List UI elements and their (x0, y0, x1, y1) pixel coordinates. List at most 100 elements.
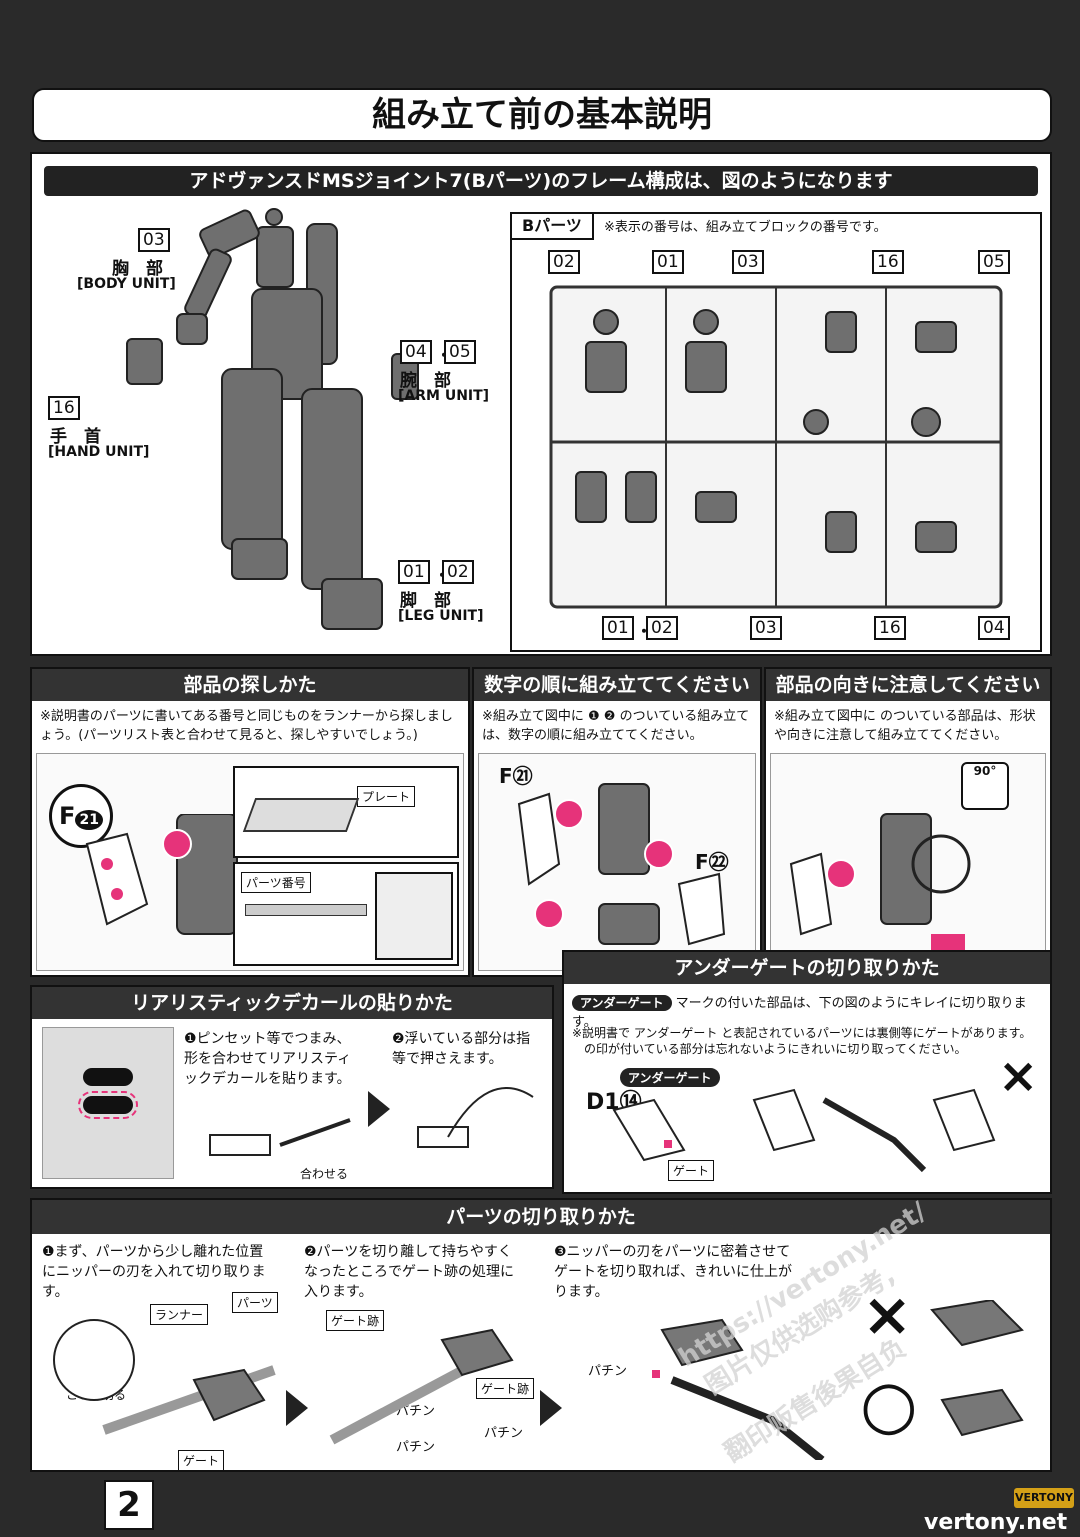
arm-unit-label-en: [ARM UNIT] (398, 388, 490, 404)
undergate-art (612, 1088, 996, 1173)
cutting-step3-art (652, 1318, 825, 1460)
cutting-step2-art (329, 1328, 514, 1445)
watermark-logo: VERTONY (1014, 1488, 1074, 1508)
runner-gate-art (245, 904, 367, 916)
runner-title: Bパーツ (512, 214, 594, 240)
cutting-header: パーツの切り取りかた (32, 1200, 1050, 1234)
cutting-panel: パーツの切り取りかた ❶まず、パーツから少し離れた位置にニッパーの刃を入れて切り… (30, 1198, 1052, 1472)
runner-label: ランナー (150, 1304, 209, 1325)
decal-finger-art (417, 1087, 534, 1148)
undergate-note1: ※説明書で アンダーゲート と表記されているパーツには裏側等にゲートがあります。 (572, 1026, 1032, 1040)
decal-tweezers-art (209, 1118, 351, 1156)
cutting-ok-mark: ○ (860, 1366, 918, 1443)
runner-art (549, 285, 1003, 609)
snap-label-3: パチン (484, 1426, 524, 1441)
snap-label-1: パチン (396, 1404, 436, 1419)
find-part-art (85, 814, 238, 935)
runner-bottom-num-0: 01 (602, 616, 634, 640)
undergate-line1-text: マークの付いた部品は、下の図のようにキレイに切り取ります。 (572, 996, 1027, 1030)
f-number: 21 (75, 810, 103, 830)
undergate-line1: アンダーゲート マークの付いた部品は、下の図のようにキレイに切り取ります。 (572, 992, 1050, 1030)
plate-inset: プレート (233, 766, 459, 858)
frame-panel: アドヴァンスドMSジョイント7(Bパーツ)のフレーム構成は、図のようになります … (30, 152, 1052, 656)
undergate-note2: の印が付いている部分は忘れないようにきれいに切り取ってください。 (584, 1042, 967, 1056)
decal-header: リアリスティックデカールの貼りかた (32, 987, 552, 1019)
next-arrow-icon (286, 1390, 308, 1426)
f21-label: F㉑ (499, 764, 533, 788)
plate-shape (242, 798, 360, 832)
plate-label: プレート (357, 786, 416, 807)
gate-mark-label-2: ゲート跡 (476, 1378, 535, 1399)
leg-unit-label: 脚 部 (400, 591, 451, 611)
rotate-90-icon: 90° (961, 762, 1009, 810)
direction-panel: 部品の向きに注意してください ※組み立て図中に のついている部品は、形状や向きに… (764, 667, 1052, 977)
arm-unit-number-05: 05 (444, 340, 476, 364)
decal-align-label: 合わせる (300, 1167, 349, 1181)
frame-header: アドヴァンスドMSジョイント7(Bパーツ)のフレーム構成は、図のようになります (42, 164, 1040, 198)
leg-unit-number-02: 02 (442, 560, 474, 584)
decal-step2: ❷浮いている部分は指等で押さえます。 (392, 1031, 531, 1067)
runner-note: ※表示の番号は、組み立てブロックの番号です。 (604, 220, 887, 235)
undergate-badge-2: アンダーゲート (620, 1068, 720, 1087)
undergate-badge: アンダーゲート (572, 995, 672, 1011)
runner-bottom-num-2: 03 (750, 616, 782, 640)
cutting-ng-mark: × (862, 1280, 913, 1350)
part-number-inset: パーツ番号 (233, 862, 459, 966)
arm-unit-label: 腕 部 (400, 371, 451, 391)
runner-box: Bパーツ ※表示の番号は、組み立てブロックの番号です。 02 01 03 16 … (510, 212, 1042, 652)
cutting-step1-art (53, 1319, 276, 1435)
decal-step1: ❶ピンセット等でつまみ、形を合わせてリアリスティックデカールを貼ります。 (184, 1031, 352, 1087)
page-number: 2 (104, 1480, 154, 1530)
hand-unit-label-en: [HAND UNIT] (48, 444, 150, 460)
runner-top-num-2: 03 (732, 250, 764, 274)
next-arrow-icon (540, 1390, 562, 1426)
snap-label-4: パチン (588, 1364, 628, 1379)
decal-sheet-art (42, 1027, 174, 1179)
direction-part-art (789, 813, 971, 962)
runner-bottom-num-1: 02 (646, 616, 678, 640)
gate-mark-label: ゲート跡 (326, 1310, 385, 1331)
cutting-step3: ❸ニッパーの刃をパーツに密着させてゲートを切り取れば、きれいに仕上がります。 (554, 1244, 792, 1300)
decal-mask-1 (83, 1068, 133, 1086)
order-part-art (517, 783, 726, 946)
page-title: 組み立て前の基本説明 (32, 88, 1052, 142)
body-unit-label-en: [BODY UNIT] (77, 276, 176, 292)
direction-note: ※組み立て図中に のついている部品は、形状や向きに注意して組み立ててください。 (774, 709, 1036, 743)
next-arrow-icon (368, 1091, 390, 1127)
find-panel: 部品の探しかた ※説明書のパーツに書いてある番号と同じものをランナーから探しまし… (30, 667, 470, 977)
find-note: ※説明書のパーツに書いてある番号と同じものをランナーから探しましょう。(パーツリ… (40, 709, 453, 743)
angle-label: 90° (973, 764, 997, 778)
undergate-gate-label: ゲート (668, 1160, 715, 1181)
find-header: 部品の探しかた (32, 669, 468, 701)
undergate-ng-mark: × (998, 1048, 1039, 1104)
body-unit-label: 胸 部 (112, 259, 163, 279)
frame-figure (126, 208, 419, 630)
arm-unit-number-04: 04 (400, 340, 432, 364)
undergate-header: アンダーゲートの切り取りかた (564, 952, 1050, 984)
body-unit-number: 03 (138, 228, 170, 252)
leg-unit-label-en: [LEG UNIT] (398, 608, 484, 624)
decal-panel: リアリスティックデカールの貼りかた ❶ピンセット等でつまみ、形を合わせてリアリス… (30, 985, 554, 1189)
gate-label: ゲート (178, 1450, 225, 1471)
direction-art: 90° (770, 753, 1046, 971)
runner-bottom-num-3: 16 (874, 616, 906, 640)
runner-top-num-3: 16 (872, 250, 904, 274)
order-header: 数字の順に組み立ててください (474, 669, 760, 701)
parts-label: パーツ (232, 1292, 278, 1313)
f-label: F (59, 802, 76, 830)
runner-top-num-1: 01 (652, 250, 684, 274)
leg-unit-number-01: 01 (398, 560, 430, 584)
runner-zoom-art (375, 872, 453, 960)
hand-unit-number: 16 (48, 396, 80, 420)
snap-label-2: パチン (396, 1440, 436, 1455)
runner-top-num-4: 05 (978, 250, 1010, 274)
undergate-panel: アンダーゲートの切り取りかた アンダーゲート マークの付いた部品は、下の図のよう… (562, 950, 1052, 1194)
cutting-step2: ❷パーツを切り離して持ちやすくなったところでゲート跡の処理に入ります。 (304, 1244, 514, 1300)
direction-header: 部品の向きに注意してください (766, 669, 1050, 701)
decal-mask-2 (78, 1091, 138, 1119)
runner-bottom-num-4: 04 (978, 616, 1010, 640)
watermark-site: vertony.net (924, 1510, 1068, 1535)
runner-top-num-0: 02 (548, 250, 580, 274)
